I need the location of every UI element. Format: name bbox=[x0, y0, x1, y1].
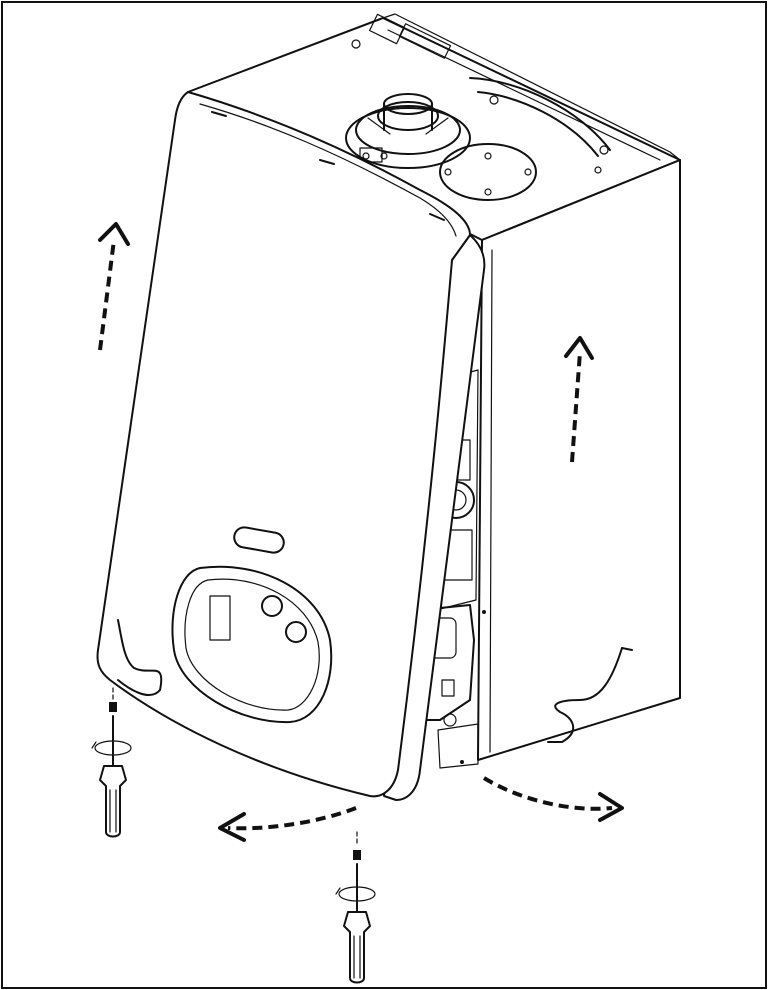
left-hand bbox=[117, 619, 163, 696]
arrow-lift-right bbox=[564, 336, 594, 463]
boiler-side-face bbox=[477, 159, 681, 761]
boiler-body bbox=[187, 13, 681, 769]
inspection-cover bbox=[439, 143, 537, 201]
screwdriver-left-icon bbox=[91, 687, 132, 838]
arrow-pull-right bbox=[482, 776, 624, 822]
arrow-lift-left bbox=[98, 222, 130, 351]
arrow-pull-left bbox=[218, 806, 357, 842]
front-cover bbox=[96, 91, 633, 801]
logo-window bbox=[233, 526, 285, 554]
control-window bbox=[171, 565, 333, 724]
right-hand bbox=[547, 647, 623, 743]
flue-fan bbox=[345, 93, 471, 169]
screwdriver-center-icon bbox=[335, 831, 376, 984]
